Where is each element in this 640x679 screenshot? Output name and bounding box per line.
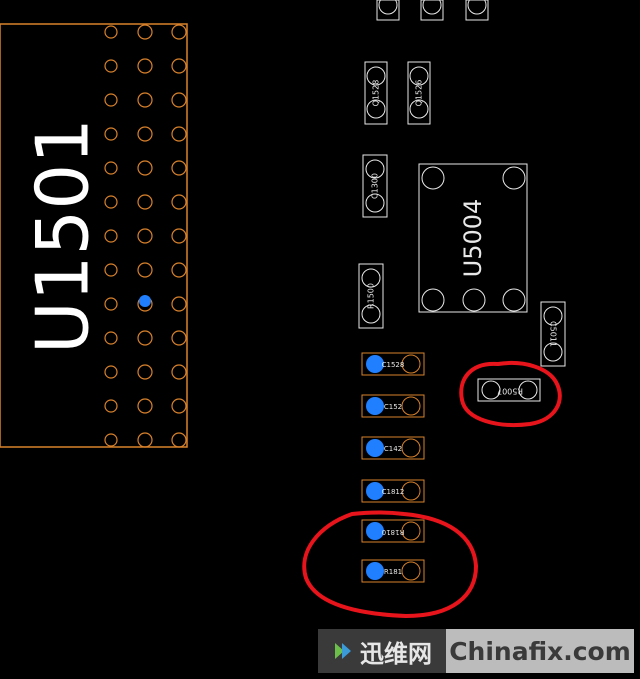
bga-ball bbox=[137, 398, 153, 414]
bga-ball bbox=[137, 262, 153, 278]
component-r1810: R1810 bbox=[361, 519, 425, 543]
r181-label: R181 bbox=[384, 568, 402, 576]
bga-ball bbox=[171, 432, 187, 448]
r1810-label: R1810 bbox=[382, 528, 405, 536]
bga-ball bbox=[137, 92, 153, 108]
bga-ball bbox=[104, 297, 118, 311]
c5011-label: C5011 bbox=[549, 321, 558, 347]
bga-ball bbox=[137, 194, 153, 210]
q1526-label: Q1526 bbox=[415, 80, 424, 107]
watermark-en-text: Chinafix.com bbox=[449, 636, 631, 666]
bga-ball bbox=[171, 194, 187, 210]
bga-ball bbox=[171, 160, 187, 176]
bga-ball bbox=[104, 229, 118, 243]
c152-label: C152 bbox=[384, 403, 402, 411]
u1501-ball-grid bbox=[104, 24, 187, 448]
bga-ball bbox=[171, 262, 187, 278]
bga-ball bbox=[171, 330, 187, 346]
component-c5011: C5011 bbox=[540, 301, 566, 367]
c1528-label: C1528 bbox=[382, 361, 405, 369]
bga-ball bbox=[171, 398, 187, 414]
bga-ball bbox=[171, 24, 187, 40]
c1812-label: C1812 bbox=[382, 488, 405, 496]
component-q1528: Q1528 bbox=[364, 61, 388, 125]
bga-ball bbox=[104, 161, 118, 175]
bga-ball bbox=[137, 228, 153, 244]
c1300-label: C1300 bbox=[371, 173, 380, 199]
bga-ball bbox=[137, 432, 153, 448]
bga-ball bbox=[171, 58, 187, 74]
watermark-cn-text: 迅维网 bbox=[360, 639, 432, 668]
component-c142: C142 bbox=[361, 436, 425, 460]
component-c1528: C1528 bbox=[361, 352, 425, 376]
c142-label: C142 bbox=[384, 445, 402, 453]
bga-ball bbox=[171, 92, 187, 108]
watermark: 迅维网 Chinafix.com bbox=[318, 629, 634, 673]
bga-ball bbox=[137, 330, 153, 346]
r1500-label: R1500 bbox=[367, 283, 376, 309]
watermark-cn-block: 迅维网 bbox=[318, 629, 446, 673]
component-u5004: U5004 bbox=[418, 163, 528, 313]
annotation-circle-r1810-r181 bbox=[302, 510, 479, 619]
bga-ball bbox=[104, 195, 118, 209]
bga-ball bbox=[104, 93, 118, 107]
component-r181: R181 bbox=[361, 559, 425, 583]
bga-ball bbox=[171, 228, 187, 244]
bga-ball bbox=[137, 24, 153, 40]
annotation-circle-r5007 bbox=[459, 361, 562, 427]
bga-ball bbox=[104, 433, 118, 447]
q1528-label: Q1528 bbox=[372, 80, 381, 107]
r5007-label: R5007 bbox=[497, 387, 523, 396]
bga-ball bbox=[137, 364, 153, 380]
bga-ball bbox=[104, 399, 118, 413]
bga-ball bbox=[171, 364, 187, 380]
bga-ball bbox=[104, 127, 118, 141]
u1501-label: U1501 bbox=[21, 118, 105, 354]
u5004-label: U5004 bbox=[459, 199, 487, 278]
bga-ball bbox=[104, 263, 118, 277]
bga-ball bbox=[104, 25, 118, 39]
bga-ball bbox=[104, 59, 118, 73]
component-c1300: C1300 bbox=[362, 154, 388, 218]
u1501-outline bbox=[0, 23, 188, 448]
bga-ball bbox=[104, 365, 118, 379]
component-r5007: R5007 bbox=[477, 378, 541, 402]
u1501-highlight-ball bbox=[139, 295, 151, 307]
bga-ball bbox=[104, 331, 118, 345]
top-partial-components bbox=[376, 0, 489, 21]
component-q1526: Q1526 bbox=[407, 61, 431, 125]
component-c152: C152 bbox=[361, 394, 425, 418]
bga-ball bbox=[137, 160, 153, 176]
chevron-logo-icon bbox=[335, 643, 351, 659]
watermark-en-block: Chinafix.com bbox=[446, 629, 634, 673]
component-c1812: C1812 bbox=[361, 479, 425, 503]
bga-ball bbox=[137, 126, 153, 142]
component-r1500: R1500 bbox=[358, 263, 384, 329]
bga-ball bbox=[137, 58, 153, 74]
bga-ball bbox=[171, 296, 187, 312]
bga-ball bbox=[171, 126, 187, 142]
